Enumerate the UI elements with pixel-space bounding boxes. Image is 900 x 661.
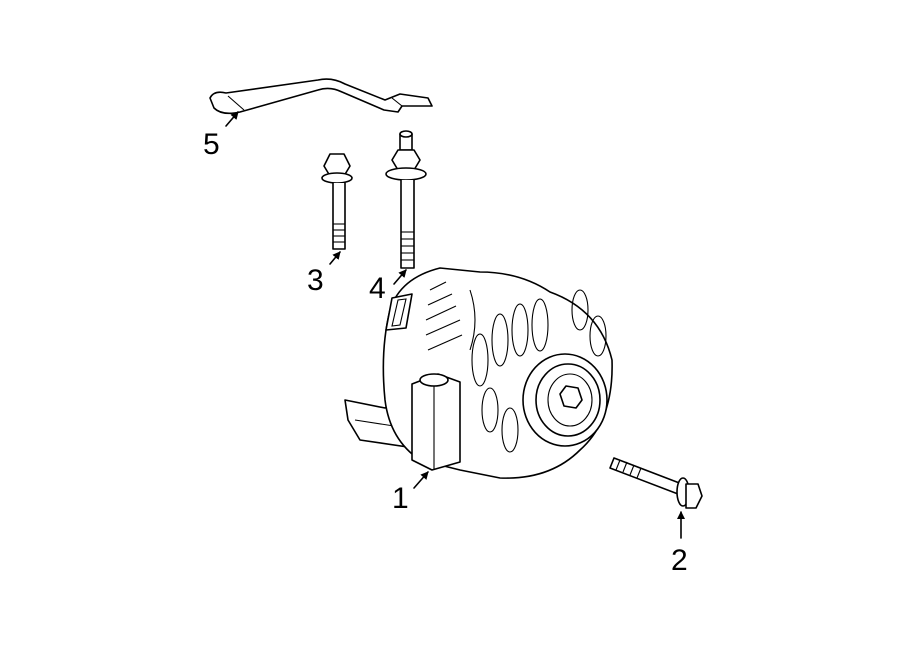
callout-3: 3 — [307, 264, 324, 297]
alternator-part-1[interactable] — [344, 267, 613, 479]
bracket-part-5[interactable] — [209, 78, 433, 115]
callout-2: 2 — [671, 544, 688, 577]
bolt-part-2[interactable] — [609, 457, 703, 509]
callout-arrows — [225, 111, 685, 539]
callout-1: 1 — [392, 482, 409, 515]
callout-5: 5 — [203, 128, 220, 161]
callout-4: 4 — [369, 272, 386, 305]
stud-part-4[interactable] — [385, 130, 427, 269]
bolt-part-3[interactable] — [321, 153, 353, 250]
